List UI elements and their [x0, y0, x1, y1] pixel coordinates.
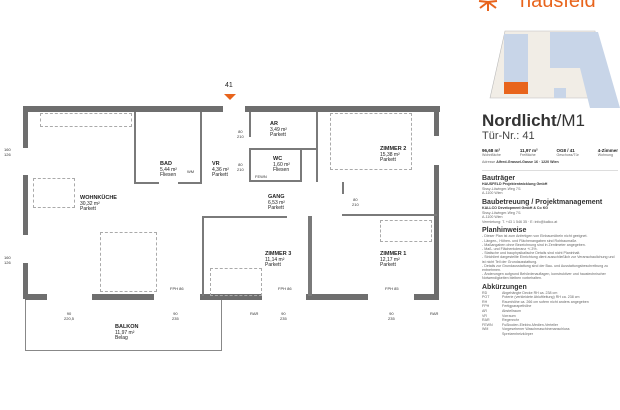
door-dim: 80 210	[352, 197, 359, 207]
rar-label: RAR	[430, 311, 439, 316]
door-dim: 80 210	[237, 129, 244, 139]
balcony-door-dim: 90 220,5	[64, 311, 75, 321]
wm-label: WM	[187, 169, 195, 174]
apartment-location-marker	[504, 82, 528, 94]
door-number: Tür-Nr.: 41	[482, 130, 535, 142]
site-plan	[489, 30, 620, 108]
window-dim: 90 235	[388, 311, 395, 321]
address: Adresse Alfred-Grassel-Gasse 16 · 1220 W…	[482, 159, 559, 164]
abbrev-heading: Abkürzungen	[482, 283, 527, 291]
hausfeld-logo	[478, 0, 498, 17]
divider	[482, 170, 618, 172]
notes-list: - Dieser Plan ist zum Anfertigen von Ein…	[482, 234, 615, 281]
project-title: Nordlicht/M1	[482, 111, 585, 130]
developer-heading: Bauträger	[482, 175, 516, 183]
brand-name: hausfeld	[520, 0, 596, 12]
balcony-outline	[25, 300, 222, 351]
fph-label: FPH 86	[278, 286, 292, 291]
management-heading: Baubetreuung / Projektmanagement	[482, 198, 603, 206]
notes-heading: Planhinweise	[482, 227, 527, 235]
fewn-label: FEWN	[255, 174, 267, 179]
fph-label: FPH 86	[170, 286, 184, 291]
window-dim: 90 235	[280, 311, 287, 321]
rar-label: RAR	[250, 311, 259, 316]
door-dim: 80 210	[237, 162, 244, 172]
balcony-door-dim: 90 235	[172, 311, 179, 321]
window-dim-left-2: 160 126	[4, 255, 11, 265]
fph-label: FPH 85	[385, 286, 399, 291]
window-dim-left-1: 160 126	[4, 147, 11, 157]
sun-logo-icon	[478, 0, 498, 11]
entrance-arrow-icon	[224, 94, 236, 100]
entrance-door-number: 41	[225, 82, 233, 89]
